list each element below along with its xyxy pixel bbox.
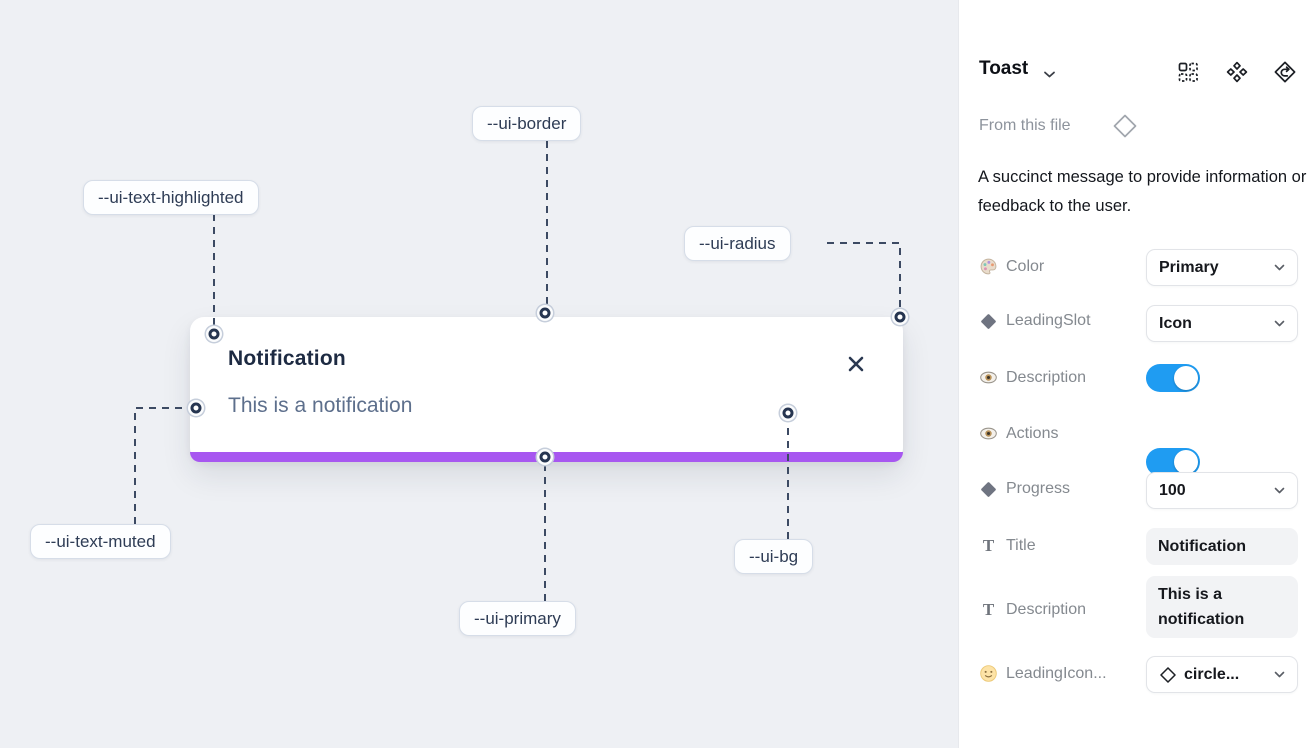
chevron-down-icon xyxy=(1274,671,1285,678)
prop-label-leadingslot: LeadingSlot xyxy=(979,312,1091,330)
instance-swap-icon[interactable] xyxy=(1176,60,1200,84)
component-description: A succinct message to provide informatio… xyxy=(978,168,1307,215)
return-to-component-icon[interactable] xyxy=(1273,60,1297,84)
annotation-ui-text-highlighted[interactable]: --ui-text-highlighted xyxy=(83,180,259,215)
component-icon[interactable] xyxy=(1225,60,1249,84)
diamond-outline-icon xyxy=(1111,112,1139,145)
prop-label-description-toggle: Description xyxy=(979,368,1086,387)
leadingicon-dropdown[interactable]: circle... xyxy=(1146,656,1298,693)
prop-label-color: Color xyxy=(979,257,1044,276)
annotation-ui-primary[interactable]: --ui-primary xyxy=(459,601,576,636)
color-dropdown[interactable]: Primary xyxy=(1146,249,1298,286)
component-preview-canvas[interactable]: Notification This is a notification --ui… xyxy=(0,0,958,748)
prop-label-progress: Progress xyxy=(979,480,1070,498)
chevron-down-icon xyxy=(1274,320,1285,327)
actions-toggle[interactable] xyxy=(1146,448,1200,476)
chevron-down-icon xyxy=(1274,264,1285,271)
eye-icon xyxy=(979,368,998,387)
diamond-icon xyxy=(979,481,998,497)
source-label: From this file xyxy=(979,117,1071,134)
prop-label-description-text: T Description xyxy=(979,600,1086,620)
leadingslot-dropdown[interactable]: Icon xyxy=(1146,305,1298,342)
prop-label-actions-toggle: Actions xyxy=(979,424,1058,443)
annotation-ui-radius[interactable]: --ui-radius xyxy=(684,226,791,261)
palette-icon xyxy=(979,257,998,276)
chevron-down-icon[interactable] xyxy=(1043,66,1056,84)
annotation-ui-text-muted[interactable]: --ui-text-muted xyxy=(30,524,171,559)
toast-description: This is a notification xyxy=(228,394,413,417)
text-icon: T xyxy=(982,600,995,619)
prop-label-leadingicon: LeadingIcon... xyxy=(979,664,1107,683)
annotation-ui-border[interactable]: --ui-border xyxy=(472,106,582,141)
chevron-down-icon xyxy=(1274,487,1285,494)
diamond-icon xyxy=(979,313,998,329)
text-icon: T xyxy=(982,536,995,555)
properties-panel: Toast xyxy=(958,0,1312,748)
close-icon[interactable] xyxy=(845,353,867,375)
marker-ui-primary[interactable] xyxy=(539,451,551,463)
description-input[interactable]: This is a notification xyxy=(1146,576,1298,638)
smiley-icon xyxy=(979,664,998,683)
eye-icon xyxy=(979,424,998,443)
diamond-outline-icon xyxy=(1159,666,1177,684)
title-input[interactable]: Notification xyxy=(1146,528,1298,565)
prop-label-title: T Title xyxy=(979,536,1036,556)
toast-component[interactable]: Notification This is a notification xyxy=(190,317,903,462)
description-toggle[interactable] xyxy=(1146,364,1200,392)
marker-ui-text-highlighted[interactable] xyxy=(208,328,220,340)
marker-ui-text-muted[interactable] xyxy=(190,402,202,414)
progress-dropdown[interactable]: 100 xyxy=(1146,472,1298,509)
toast-title: Notification xyxy=(228,347,346,370)
annotation-ui-bg[interactable]: --ui-bg xyxy=(734,539,814,574)
marker-ui-bg[interactable] xyxy=(782,407,794,419)
component-name[interactable]: Toast xyxy=(979,58,1029,79)
marker-ui-radius[interactable] xyxy=(894,311,906,323)
marker-ui-border[interactable] xyxy=(539,307,551,319)
